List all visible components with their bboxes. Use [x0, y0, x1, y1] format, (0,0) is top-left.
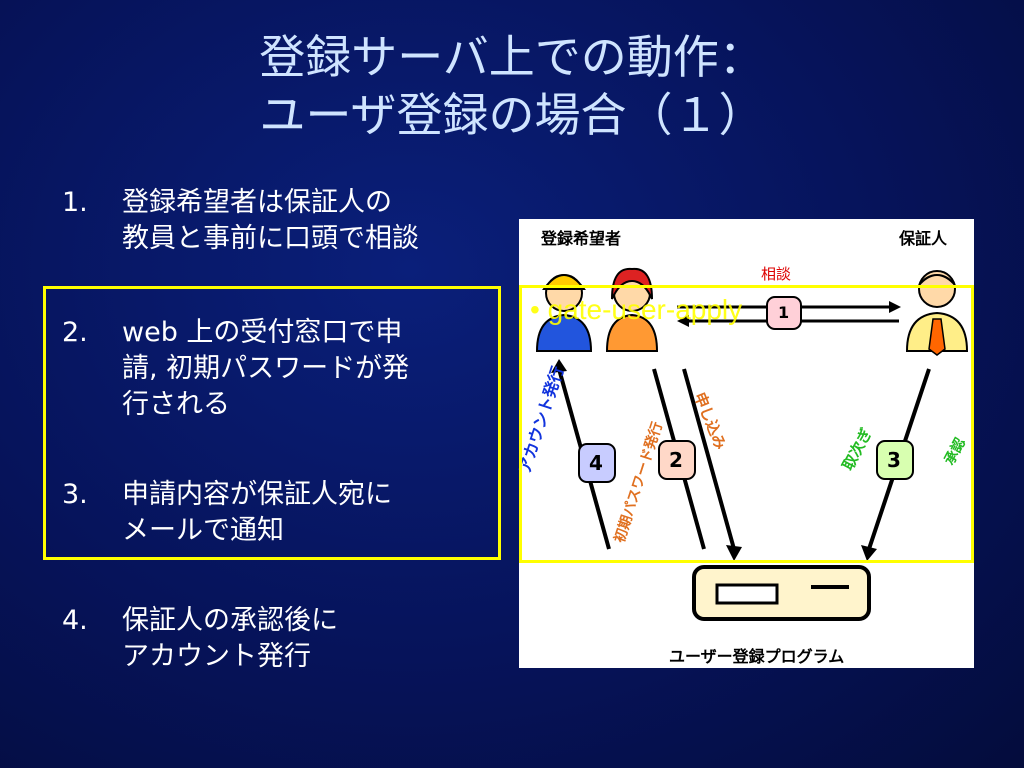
- step-3-badge-number: 3: [887, 448, 901, 472]
- guarantor-label: 保証人: [899, 229, 948, 248]
- title-line-1: 登録サーバ上での動作：: [259, 30, 765, 84]
- step-text: 申請内容が保証人宛に メールで通知: [122, 477, 502, 549]
- step-1-badge-icon: [766, 296, 802, 330]
- title-line-2: ユーザ登録の場合（１）: [259, 88, 765, 142]
- program-label: ユーザー登録プログラム: [669, 647, 845, 666]
- step-2-badge-icon: [658, 440, 696, 480]
- step-text: 登録希望者は保証人の 教員と事前に口頭で相談: [122, 185, 502, 257]
- applicant-label: 登録希望者: [541, 229, 622, 248]
- step-number: 2.: [62, 317, 88, 348]
- step-text: web 上の受付窓口で申 請, 初期パスワードが発 行される: [122, 315, 502, 423]
- server-icon: [692, 565, 871, 621]
- bullet-icon: •: [530, 294, 540, 325]
- step-number: 3.: [62, 479, 88, 510]
- step-2-badge-number: 2: [669, 448, 683, 472]
- diagram-svg: [535, 267, 969, 621]
- guarantor-person-icon: [905, 270, 969, 356]
- applicant-person-icon: [605, 267, 659, 352]
- step-4-badge-number: 4: [589, 451, 603, 475]
- step-4-badge-icon: [578, 443, 616, 483]
- step-1-badge-number: 1: [778, 303, 790, 322]
- step-text: 保証人の承認後に アカウント発行: [122, 603, 502, 675]
- registration-diagram: 登録希望者 保証人 相談 1 4 2 3 アカウント発行 初期パスワード発行 申…: [515, 219, 974, 668]
- step-number: 1.: [62, 187, 88, 218]
- step-line: 保証人の承認後に: [122, 605, 338, 636]
- step-line: 申請内容が保証人宛に: [122, 479, 392, 510]
- consult-label: 相談: [761, 265, 792, 283]
- step-line: 教員と事前に口頭で相談: [122, 223, 419, 254]
- applicant-person-icon: [535, 274, 593, 352]
- overlay-caption: • gate-user-apply: [530, 294, 742, 326]
- slide-title: 登録サーバ上での動作： ユーザ登録の場合（１）: [0, 28, 1024, 144]
- step-line: アカウント発行: [122, 641, 311, 672]
- highlight-box-diagram: [519, 285, 974, 563]
- step-line: 請, 初期パスワードが発: [122, 353, 410, 384]
- step-line: 登録希望者は保証人の: [122, 187, 392, 218]
- step-line: 行される: [122, 389, 230, 420]
- overlay-command-text: gate-user-apply: [547, 294, 743, 325]
- step-number: 4.: [62, 605, 88, 636]
- step-line: web 上の受付窓口で申: [122, 317, 403, 348]
- highlight-box-steps: [43, 286, 501, 560]
- step-line: メールで通知: [122, 515, 284, 546]
- step-3-badge-icon: [876, 440, 914, 480]
